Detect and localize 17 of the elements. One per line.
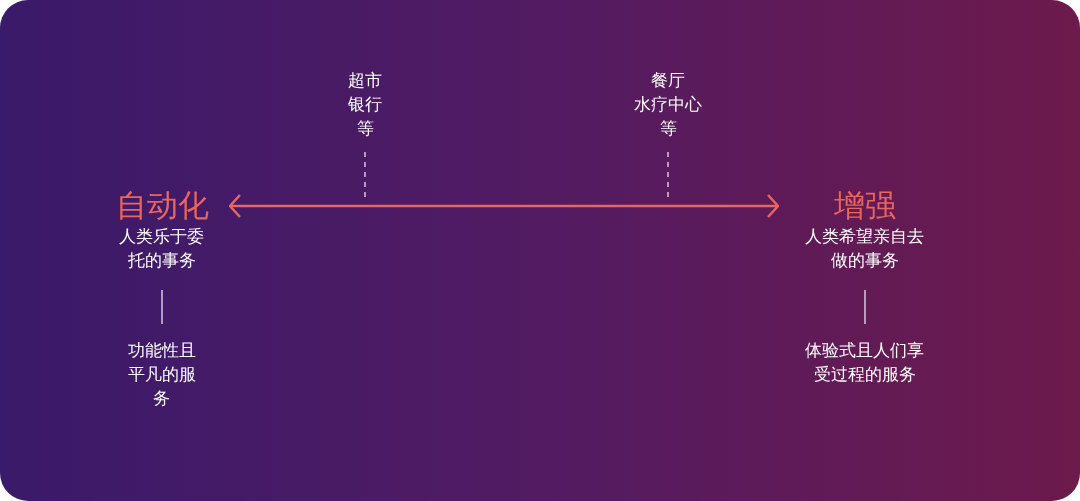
- double-arrow: [228, 193, 780, 219]
- example-text: 水疗中心: [634, 93, 702, 116]
- leader-line: [364, 151, 366, 199]
- example-text: 餐厅: [651, 69, 685, 92]
- connector-line: [864, 289, 866, 325]
- example-text: 超市: [348, 69, 382, 92]
- description-text: 体验式且人们享受过程的服务: [804, 339, 926, 386]
- leader-line: [667, 151, 669, 199]
- example-text: 银行: [348, 93, 382, 116]
- description-text: 功能性且平凡的服务: [127, 339, 197, 410]
- example-text: 等: [659, 117, 677, 140]
- example-text: 等: [356, 117, 374, 140]
- description-text: 人类希望亲自去做的事务: [804, 225, 926, 272]
- connector-line: [161, 289, 163, 325]
- heading-text: 增强: [834, 186, 896, 224]
- heading-text: 自动化: [115, 186, 209, 224]
- description-text: 人类乐于委托的事务: [118, 225, 206, 272]
